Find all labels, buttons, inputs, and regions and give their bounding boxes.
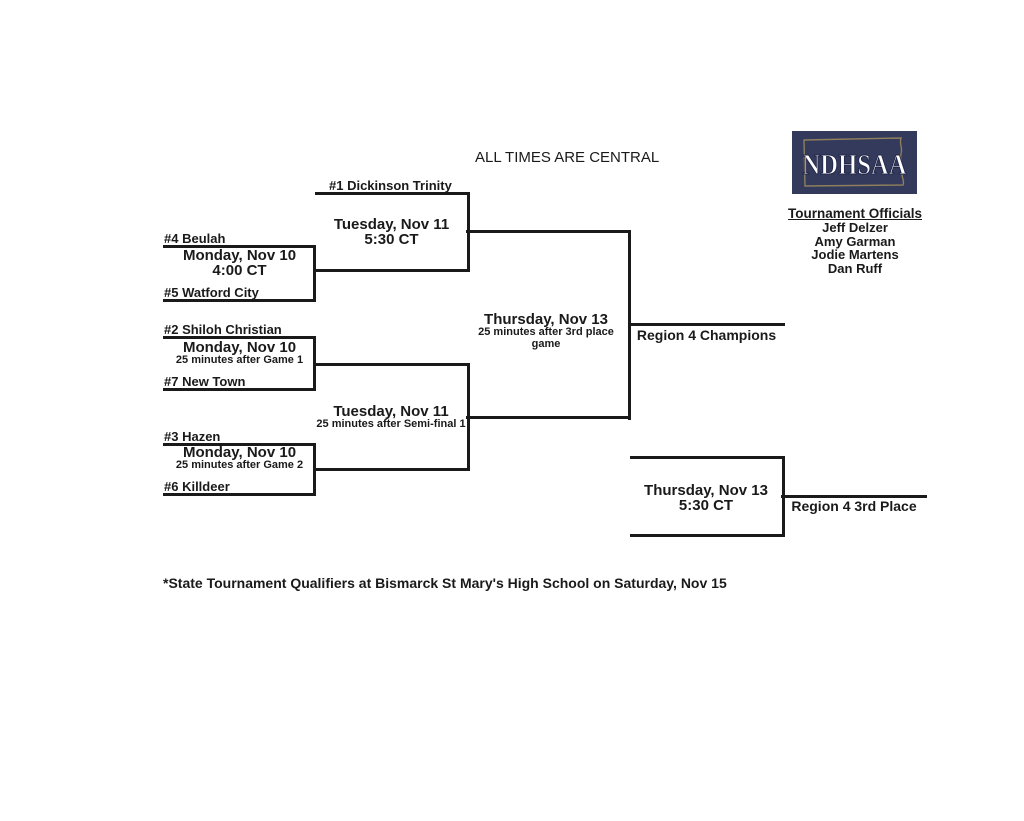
bracket-line-seed6 <box>163 493 316 496</box>
bracket-line-champion <box>628 323 785 326</box>
official-name: Dan Ruff <box>827 260 883 276</box>
state-qualifier-note: *State Tournament Qualifiers at Bismarck… <box>163 575 727 591</box>
bracket-connector-3rdplace <box>782 456 785 537</box>
official-name: Jeff Delzer <box>822 220 888 235</box>
team-seed4: #4 Beulah <box>164 231 226 246</box>
championship-time: 25 minutes after 3rd place game <box>478 326 614 350</box>
third-place-label: Region 4 3rd Place <box>791 498 917 514</box>
semifinal2-info: Tuesday, Nov 11 25 minutes after Semi-fi… <box>305 404 477 431</box>
game3-time: 25 minutes after Game 2 <box>175 459 304 472</box>
officials-title: Tournament Officials <box>787 206 923 221</box>
team-seed7: #7 New Town <box>164 374 246 389</box>
bracket-line-semifinal2-winner <box>466 416 631 419</box>
game3-date: Monday, Nov 10 <box>182 444 297 461</box>
tournament-officials-block: Tournament Officials Jeff Delzer Amy Gar… <box>765 206 945 275</box>
ndhsaa-logo: NDHSAA <box>792 131 917 194</box>
champion-label: Region 4 Champions <box>636 327 777 343</box>
bracket-connector-game3 <box>313 443 316 496</box>
bracket-line-seed7 <box>163 388 316 391</box>
game1-time: 4:00 CT <box>212 262 267 280</box>
north-dakota-outline-icon: NDHSAA <box>802 137 908 187</box>
championship-info: Thursday, Nov 13 25 minutes after 3rd pl… <box>466 312 626 350</box>
game2-info: Monday, Nov 10 25 minutes after Game 1 <box>163 340 316 367</box>
game3-info: Monday, Nov 10 25 minutes after Game 2 <box>163 445 316 472</box>
team-seed3: #3 Hazen <box>164 429 221 444</box>
team-seed1: #1 Dickinson Trinity <box>329 178 452 193</box>
game1-info: Monday, Nov 10 4:00 CT <box>163 248 316 279</box>
official-name: Jodie Martens <box>811 247 899 263</box>
game1-date: Monday, Nov 10 <box>182 247 297 264</box>
bracket-line-seed4 <box>163 245 316 248</box>
game2-date: Monday, Nov 10 <box>182 339 297 356</box>
team-seed6: #6 Killdeer <box>164 479 230 494</box>
bracket-line-seed5 <box>163 299 316 302</box>
team-seed2: #2 Shiloh Christian <box>164 322 282 337</box>
bracket-line-3rdplace-bottom <box>630 534 784 537</box>
bracket-line-seed1 <box>315 192 470 195</box>
game2-time: 25 minutes after Game 1 <box>175 354 304 367</box>
bracket-line-semifinal1-winner <box>466 230 631 233</box>
semifinal2-time: 25 minutes after Semi-final 1 <box>316 418 466 431</box>
bracket-line-game2-winner <box>313 363 470 366</box>
bracket-connector-semifinal1 <box>467 192 470 272</box>
bracket-line-3rdplace-top <box>630 456 784 459</box>
bracket-connector-game2 <box>313 336 316 391</box>
official-name: Amy Garman <box>814 233 896 249</box>
semifinal1-date: Tuesday, Nov 11 <box>333 216 450 233</box>
team-seed5: #5 Watford City <box>164 285 259 300</box>
bracket-connector-semifinal2 <box>467 363 470 471</box>
bracket-line-seed2 <box>163 336 316 339</box>
third-place-time: 5:30 CT <box>678 497 734 515</box>
all-times-note: ALL TIMES ARE CENTRAL <box>475 149 660 166</box>
third-place-info: Thursday, Nov 13 5:30 CT <box>630 483 782 514</box>
championship-date: Thursday, Nov 13 <box>484 311 608 328</box>
third-place-date: Thursday, Nov 13 <box>644 482 768 499</box>
bracket-connector-game1 <box>313 245 316 302</box>
bracket-connector-championship <box>628 230 631 420</box>
ndhsaa-logo-text: NDHSAA <box>803 150 908 181</box>
bracket-line-seed3 <box>163 443 316 446</box>
semifinal1-time: 5:30 CT <box>364 231 419 249</box>
bracket-line-3rdplace-winner <box>781 495 927 498</box>
semifinal1-info: Tuesday, Nov 11 5:30 CT <box>315 217 468 248</box>
semifinal2-date: Tuesday, Nov 11 <box>333 403 449 420</box>
bracket-line-game3-winner <box>313 468 470 471</box>
bracket-line-game1-winner <box>313 269 470 272</box>
